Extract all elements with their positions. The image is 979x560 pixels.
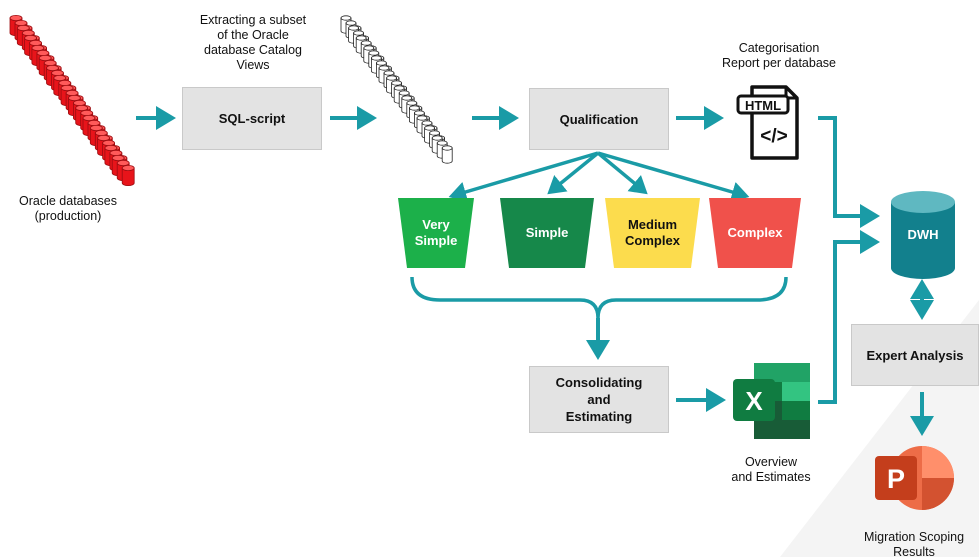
- arrow-to-medium: [596, 151, 648, 195]
- arrow-excel-to-dwh: [818, 230, 880, 404]
- expert-analysis-box: Expert Analysis: [851, 324, 979, 386]
- arrow-report-to-dwh: [818, 116, 880, 228]
- database-cylinder: [441, 145, 453, 164]
- medium-complex-shape: [605, 198, 700, 268]
- svg-text:X: X: [745, 386, 763, 416]
- sql-script-box: SQL-script: [182, 87, 322, 150]
- complex-shape: [709, 198, 801, 268]
- extract-label: Extracting a subset of the Oracle databa…: [199, 13, 307, 72]
- simple-shape: [500, 198, 594, 268]
- arrow-to-complex: [597, 151, 750, 203]
- report-label: Categorisation Report per database: [722, 41, 836, 70]
- qualification-box: Qualification: [529, 88, 669, 150]
- dwh-database-icon: [891, 191, 955, 279]
- excel-label: Overview and Estimates: [731, 455, 811, 484]
- svg-text:P: P: [887, 464, 905, 494]
- svg-text:HTML: HTML: [745, 98, 781, 113]
- consolidating-label: Consolidating and Estimating: [555, 375, 643, 424]
- expert-analysis-label: Expert Analysis: [866, 347, 964, 363]
- oracle-databases-label: Oracle databases (production): [19, 194, 117, 223]
- category-complex: Complex: [727, 225, 783, 240]
- excel-icon: X: [733, 363, 810, 439]
- powerpoint-icon: P: [875, 446, 954, 510]
- dwh-label: DWH: [907, 227, 939, 242]
- sql-script-label: SQL-script: [218, 111, 286, 126]
- arrow-to-very-simple: [448, 151, 599, 203]
- html-file-icon: HTML </>: [736, 85, 799, 160]
- powerpoint-label: Migration Scoping Results: [863, 530, 965, 559]
- category-simple: Simple: [525, 225, 569, 240]
- consolidating-box: Consolidating and Estimating: [529, 366, 669, 433]
- very-simple-shape: [398, 198, 474, 268]
- category-very-simple: Very Simple: [414, 217, 458, 248]
- category-medium-complex: Medium Complex: [625, 217, 680, 248]
- qualification-label: Qualification: [559, 111, 639, 127]
- database-cylinder: [121, 164, 135, 187]
- arrow-to-simple: [547, 151, 600, 195]
- svg-text:</>: </>: [760, 126, 787, 147]
